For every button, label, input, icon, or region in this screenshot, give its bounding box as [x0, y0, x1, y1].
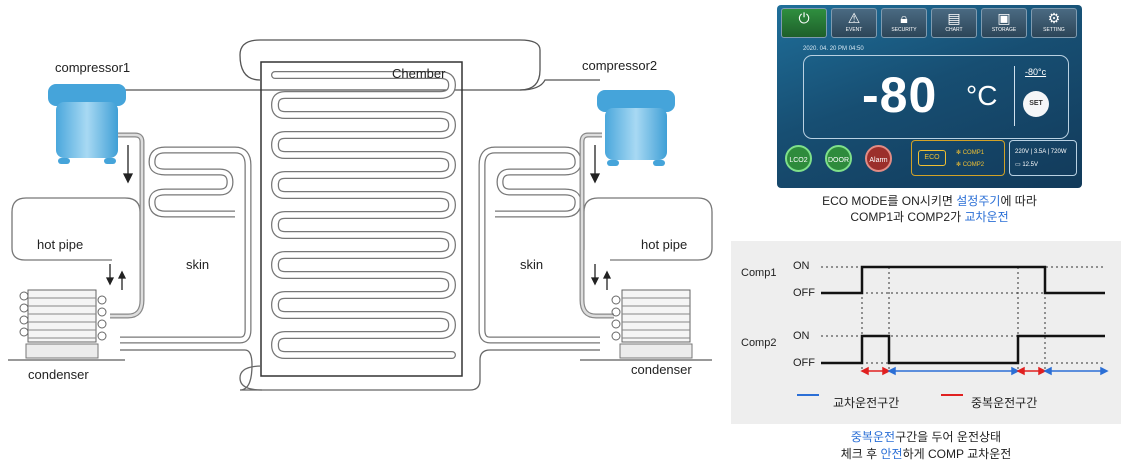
caption1-text-a: ECO MODE를 ON시키면 [822, 194, 957, 208]
storage-button-label: STORAGE [991, 27, 1017, 33]
current-temperature: -80 [862, 67, 938, 123]
caption1-line2: COMP1과 COMP2가 교차운전 [777, 208, 1082, 225]
comp2-waveform [821, 334, 1105, 365]
comp1-off-label: OFF [793, 287, 815, 299]
cross-arrow-2 [1043, 366, 1109, 376]
chart-button[interactable]: ▤ CHART [931, 8, 977, 38]
comp2-axis-label: Comp2 [741, 337, 777, 349]
comp1-waveform [821, 265, 1105, 295]
security-button-label: SECURITY [891, 27, 917, 33]
divider [1014, 66, 1015, 126]
temperature-display: -80 °C -80°c SET [803, 55, 1069, 139]
caption1-text-b: 에 따라 [1000, 194, 1037, 208]
caption2-text-b: 체크 후 [840, 447, 881, 461]
skin-coil-right-inner [479, 147, 600, 343]
caption2-line2: 체크 후 안전하게 COMP 교차운전 [731, 445, 1121, 462]
hot-pipe-right [583, 197, 713, 261]
chamber-label: Chember [392, 66, 446, 81]
battery-value: 12.5V [1022, 162, 1039, 168]
caption2-text-a: 구간을 두어 운전상태 [895, 430, 1002, 444]
storage-icon: ▣ [997, 10, 1011, 26]
compressor1-label: compressor1 [55, 60, 131, 75]
alarm-button[interactable]: Alarm [865, 145, 892, 172]
temperature-unit: °C [966, 80, 998, 111]
condenser-right-label: condenser [631, 362, 692, 377]
eco-mode-box[interactable]: ECO ✻ COMP1 ✻ COMP2 [911, 140, 1005, 176]
comp1-status-label: COMP1 [962, 150, 985, 156]
caption1-highlight-b: 교차운전 [964, 210, 1009, 224]
bottom-pipe [120, 349, 600, 391]
chamber-box [260, 61, 463, 377]
warning-icon: ⚠ [847, 10, 861, 26]
skin-coil-left-inner [120, 147, 251, 343]
compressor2-shape [597, 90, 675, 166]
skin-left-label: skin [186, 257, 210, 272]
datetime: 2020. 04. 20 PM 04:50 [803, 46, 864, 52]
condenser2-shape [611, 289, 693, 359]
cross-arrow-1 [887, 366, 1020, 376]
caption2-text-c: 하게 COMP 교차운전 [902, 447, 1012, 461]
compressor2-pipe-inner [580, 133, 614, 318]
compressor1-pipe-inner [110, 133, 144, 318]
setting-button[interactable]: ⚙ SETTING [1031, 8, 1077, 38]
comp2-off-label: OFF [793, 357, 815, 369]
refrigeration-diagram [8, 39, 713, 391]
compressor2-label: compressor2 [582, 58, 658, 73]
legend-overlap-label: 중복운전구간 [971, 396, 1038, 410]
power-spec: 220V | 3.5A | 720W [1015, 149, 1067, 155]
lock-icon: 🔒︎ [900, 10, 908, 26]
timing-waveforms [797, 265, 1109, 396]
comp2-status-label: COMP2 [962, 162, 985, 168]
caption1-text-c: COMP1과 COMP2가 [850, 210, 965, 224]
comp1-status: ✻ COMP1 [956, 150, 985, 156]
power-info-box: 220V | 3.5A | 720W ▭ 12.5V [1009, 140, 1077, 176]
comp1-on-label: ON [793, 260, 810, 272]
skin-right-label: skin [520, 257, 544, 272]
flow-arrows [105, 145, 612, 290]
gear-icon: ⚙ [1047, 10, 1061, 26]
chart-icon: ▤ [947, 10, 961, 26]
hot-pipe-left-label: hot pipe [37, 237, 84, 252]
caption2-line1: 중복운전구간을 두어 운전상태 [731, 428, 1121, 445]
event-button-label: EVENT [845, 27, 863, 33]
hot-pipe-left [11, 197, 141, 261]
caption2-highlight-b: 안전 [880, 447, 903, 461]
setting-button-label: SETTING [1043, 27, 1065, 33]
door-button[interactable]: DOOR [825, 145, 852, 172]
caption2-highlight-a: 중복운전 [850, 430, 896, 444]
set-temperature: -80°c [1025, 67, 1047, 77]
chart-button-label: CHART [945, 27, 963, 33]
lco2-button[interactable]: LCO2 [785, 145, 812, 172]
timing-chart: Comp1 ON OFF Comp2 ON OFF [731, 241, 1121, 424]
chamber-coil-inner [272, 72, 455, 358]
top-pipe [95, 39, 541, 91]
comp1-axis-label: Comp1 [741, 267, 777, 279]
condenser1-shape [19, 289, 107, 359]
comp2-status: ✻ COMP2 [956, 162, 985, 168]
storage-button[interactable]: ▣ STORAGE [981, 8, 1027, 38]
hot-pipe-right-label: hot pipe [641, 237, 688, 252]
control-panel: ⏻ ⚠ EVENT 🔒︎ SECURITY ▤ CHART ▣ STORAGE … [777, 5, 1082, 188]
power-button[interactable]: ⏻ [781, 8, 827, 38]
legend-cross-label: 교차운전구간 [833, 396, 900, 410]
caption1-line1: ECO MODE를 ON시키면 설정주기에 따라 [777, 192, 1082, 209]
battery-status: ▭ 12.5V [1015, 162, 1039, 168]
overlap-arrow-2 [1016, 366, 1047, 376]
caption1-highlight-a: 설정주기 [956, 194, 1001, 208]
security-button[interactable]: 🔒︎ SECURITY [881, 8, 927, 38]
compressor1-shape [48, 84, 126, 164]
bottom-loop [239, 365, 263, 391]
event-button[interactable]: ⚠ EVENT [831, 8, 877, 38]
set-button[interactable]: SET [1023, 91, 1049, 117]
power-icon: ⏻ [798, 10, 810, 26]
overlap-arrow-1 [860, 366, 891, 376]
comp2-on-label: ON [793, 330, 810, 342]
eco-badge: ECO [918, 150, 946, 166]
condenser-left-label: condenser [28, 367, 89, 382]
pipe-to-compressor2 [519, 79, 600, 91]
